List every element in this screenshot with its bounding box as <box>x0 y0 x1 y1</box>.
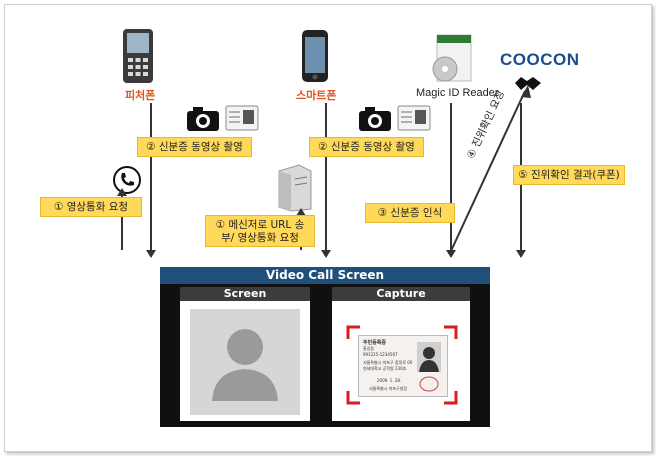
diagram-frame: 피처폰 스마트폰 Magic ID Reader COOCON <box>4 4 652 452</box>
avatar-frame <box>190 309 300 415</box>
arrow-diagonal-verify <box>450 85 531 252</box>
smartphone-label: 스마트폰 <box>296 89 337 102</box>
feature-phone-icon <box>123 29 153 83</box>
smartphone-icon <box>302 30 328 82</box>
arrow-down-smartphone <box>321 103 331 258</box>
id-photo <box>417 342 441 372</box>
capture-corners <box>346 325 458 405</box>
id-card-icon <box>225 105 259 131</box>
camera-icon <box>359 107 391 131</box>
step1-smartphone: ① 메신저로 URL 송부/ 영상통화 요청 <box>205 215 315 247</box>
avatar-icon <box>212 329 278 401</box>
phone-call-icon <box>113 166 141 194</box>
server-icon <box>278 164 312 212</box>
screen-panel-header: Screen <box>180 287 310 301</box>
step1-feature-phone: ① 영상통화 요청 <box>40 197 142 217</box>
step5-result: ⑤ 진위확인 결과(쿠폰) <box>513 165 625 185</box>
screen-panel <box>180 301 310 421</box>
software-box-icon <box>432 34 472 82</box>
id-card-icon <box>397 105 431 131</box>
capture-panel: 주민등록증 홍길동 991225-1234567 서울특별시 마포구 합정로 0… <box>332 301 470 421</box>
arrow-up-feature-phone <box>117 188 127 250</box>
screen-title: Video Call Screen <box>160 267 490 284</box>
step2-feature-phone: ② 신분증 동영상 촬영 <box>137 137 252 157</box>
official-seal <box>419 376 439 392</box>
reader-label: Magic ID Reader <box>416 87 499 99</box>
step3-recognize: ③ 신분증 인식 <box>365 203 455 223</box>
capture-panel-header: Capture <box>332 287 470 301</box>
feature-phone-label: 피처폰 <box>125 89 156 102</box>
handshake-icon <box>515 77 541 90</box>
camera-icon <box>187 107 219 131</box>
arrow-down-feature-phone <box>146 103 156 258</box>
coocon-logo: COOCON <box>500 50 580 69</box>
id-card-preview: 주민등록증 홍길동 991225-1234567 서울특별시 마포구 합정로 0… <box>358 335 448 397</box>
video-call-screen: Video Call Screen Screen Capture 주민등록증 홍… <box>160 267 490 427</box>
arrow-down-reader <box>446 103 456 258</box>
step2-smartphone: ② 신분증 동영상 촬영 <box>309 137 424 157</box>
